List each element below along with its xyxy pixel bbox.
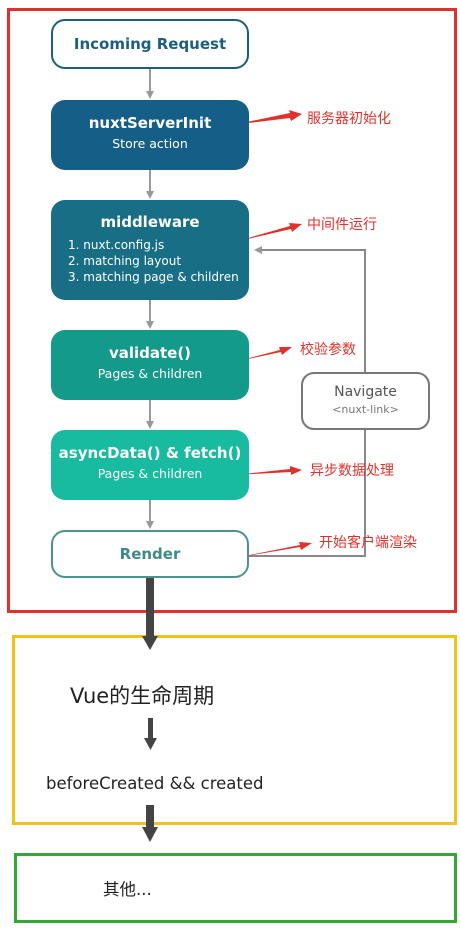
- node-title: Incoming Request: [73, 35, 227, 53]
- node-title: asyncData() & fetch(): [58, 444, 242, 462]
- nuxt-lifecycle-frame: [7, 8, 457, 613]
- nuxt-server-init-node: nuxtServerInit Store action: [51, 100, 249, 170]
- down-arrow: [144, 718, 157, 750]
- node-title: middleware: [100, 213, 200, 231]
- annotation-validate-params: 校验参数: [300, 342, 356, 358]
- incoming-request-node: Incoming Request: [51, 19, 249, 69]
- annotation-arrow: [229, 542, 312, 559]
- node-subtitle: <nuxt-link>: [332, 403, 399, 416]
- list-item: 1. nuxt.config.js: [68, 238, 165, 252]
- node-title: nuxtServerInit: [88, 114, 212, 132]
- list-item: 2. matching layout: [68, 254, 182, 268]
- node-subtitle: Store action: [112, 136, 188, 151]
- annotation-async-process: 异步数据处理: [310, 463, 394, 479]
- annotation-client-render: 开始客户端渲染: [319, 535, 417, 551]
- annotation-arrow: [234, 466, 302, 475]
- vue-lifecycle-title: Vue的生命周期: [70, 684, 215, 708]
- node-title: validate(): [108, 344, 192, 362]
- node-subtitle: Pages & children: [97, 366, 203, 381]
- navigate-node: Navigate <nuxt-link>: [301, 372, 430, 430]
- navigate-loop-line: [254, 246, 366, 372]
- annotation-server-init: 服务器初始化: [307, 111, 391, 127]
- other-frame: [14, 853, 457, 923]
- vue-lifecycle-frame: [12, 635, 457, 825]
- annotation-arrow: [234, 223, 302, 242]
- middleware-node: middleware 1. nuxt.config.js 2. matching…: [51, 200, 249, 300]
- node-title: Navigate: [334, 384, 397, 400]
- async-data-node: asyncData() & fetch() Pages & children: [51, 430, 249, 500]
- middleware-list: 1. nuxt.config.js 2. matching layout 3. …: [68, 237, 249, 285]
- navigate-loop-line: [249, 430, 366, 557]
- other-label: 其他...: [103, 880, 152, 899]
- annotation-arrow: [232, 110, 302, 125]
- list-item: 3. matching page & children: [68, 270, 239, 284]
- validate-node: validate() Pages & children: [51, 330, 249, 400]
- annotation-middleware-run: 中间件运行: [307, 217, 377, 233]
- vue-lifecycle-hooks: beforeCreated && created: [46, 774, 264, 793]
- node-title: Render: [119, 545, 181, 563]
- render-node: Render: [51, 530, 249, 578]
- down-arrow: [142, 578, 158, 650]
- down-arrow: [142, 805, 158, 842]
- node-subtitle: Pages & children: [97, 466, 203, 481]
